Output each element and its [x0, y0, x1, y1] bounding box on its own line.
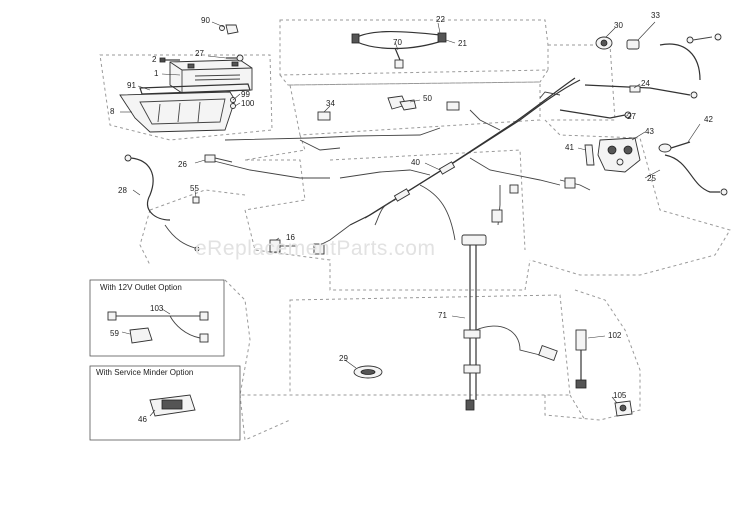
callout-59: 59: [110, 329, 119, 338]
option-box-12v-outlet: With 12V Outlet Option: [89, 279, 225, 357]
callout-33: 33: [651, 11, 660, 20]
callout-71: 71: [438, 311, 447, 320]
callout-21: 21: [458, 39, 467, 48]
battery-tray: [119, 91, 236, 133]
callout-24: 24: [641, 79, 650, 88]
callout-28: 28: [118, 186, 127, 195]
part-28-block: [446, 101, 460, 111]
callout-29: 29: [339, 354, 348, 363]
watermark: eReplacementParts.com: [195, 237, 435, 260]
callout-27a: 27: [195, 49, 204, 58]
callout-46: 46: [138, 415, 147, 424]
seat-harness-71: [461, 234, 558, 411]
part-55: [164, 196, 200, 252]
callout-16: 16: [286, 233, 295, 242]
callout-2: 2: [152, 55, 157, 64]
starter-solenoid: [597, 137, 641, 173]
part-34: [317, 111, 331, 121]
callout-50: 50: [423, 94, 432, 103]
callout-42: 42: [704, 115, 713, 124]
callout-26: 26: [178, 160, 187, 169]
part-102: [575, 329, 587, 389]
cable-28: [124, 154, 171, 221]
callout-99: 99: [241, 90, 250, 99]
callout-102: 102: [608, 331, 622, 340]
part-50: [387, 95, 417, 111]
option-box-12v-title: With 12V Outlet Option: [100, 283, 182, 292]
callout-105: 105: [613, 391, 627, 400]
part-42: [658, 141, 691, 153]
option-box-service-minder: With Service Minder Option: [89, 365, 241, 441]
main-harness: [209, 77, 591, 255]
leader-lines: [120, 21, 701, 417]
battery: [169, 59, 253, 94]
callout-30: 30: [614, 21, 623, 30]
callout-27b: 27: [627, 112, 636, 121]
callout-41: 41: [565, 143, 574, 152]
part-41: [584, 144, 595, 166]
callout-43: 43: [645, 127, 654, 136]
callout-25: 25: [647, 174, 656, 183]
part-16: [269, 239, 298, 253]
callout-70: 70: [393, 38, 402, 47]
callout-34: 34: [326, 99, 335, 108]
callout-22: 22: [436, 15, 445, 24]
callout-55: 55: [190, 184, 199, 193]
callout-91: 91: [127, 81, 136, 90]
terminal-24: [584, 84, 698, 99]
part-29: [353, 365, 383, 379]
battery-tray-outline: [99, 54, 273, 141]
callout-8: 8: [110, 107, 115, 116]
terminal-27b: [559, 109, 632, 119]
switch-30: [595, 36, 613, 50]
battery-strap: [139, 83, 251, 95]
callout-103: 103: [150, 304, 164, 313]
callout-1: 1: [154, 69, 159, 78]
callout-90: 90: [201, 16, 210, 25]
headlight-harness: [351, 30, 447, 69]
part-33: [626, 33, 722, 81]
cable-25: [664, 154, 728, 196]
connector-26: [204, 154, 233, 163]
callout-100: 100: [241, 99, 255, 108]
part-callouts: 90 22 70 21 30 33 2 27 1 91 99 100 8 50 …: [110, 11, 713, 424]
option-box-service-minder-title: With Service Minder Option: [96, 368, 193, 377]
callout-40: 40: [411, 158, 420, 167]
part-105: [614, 400, 633, 417]
